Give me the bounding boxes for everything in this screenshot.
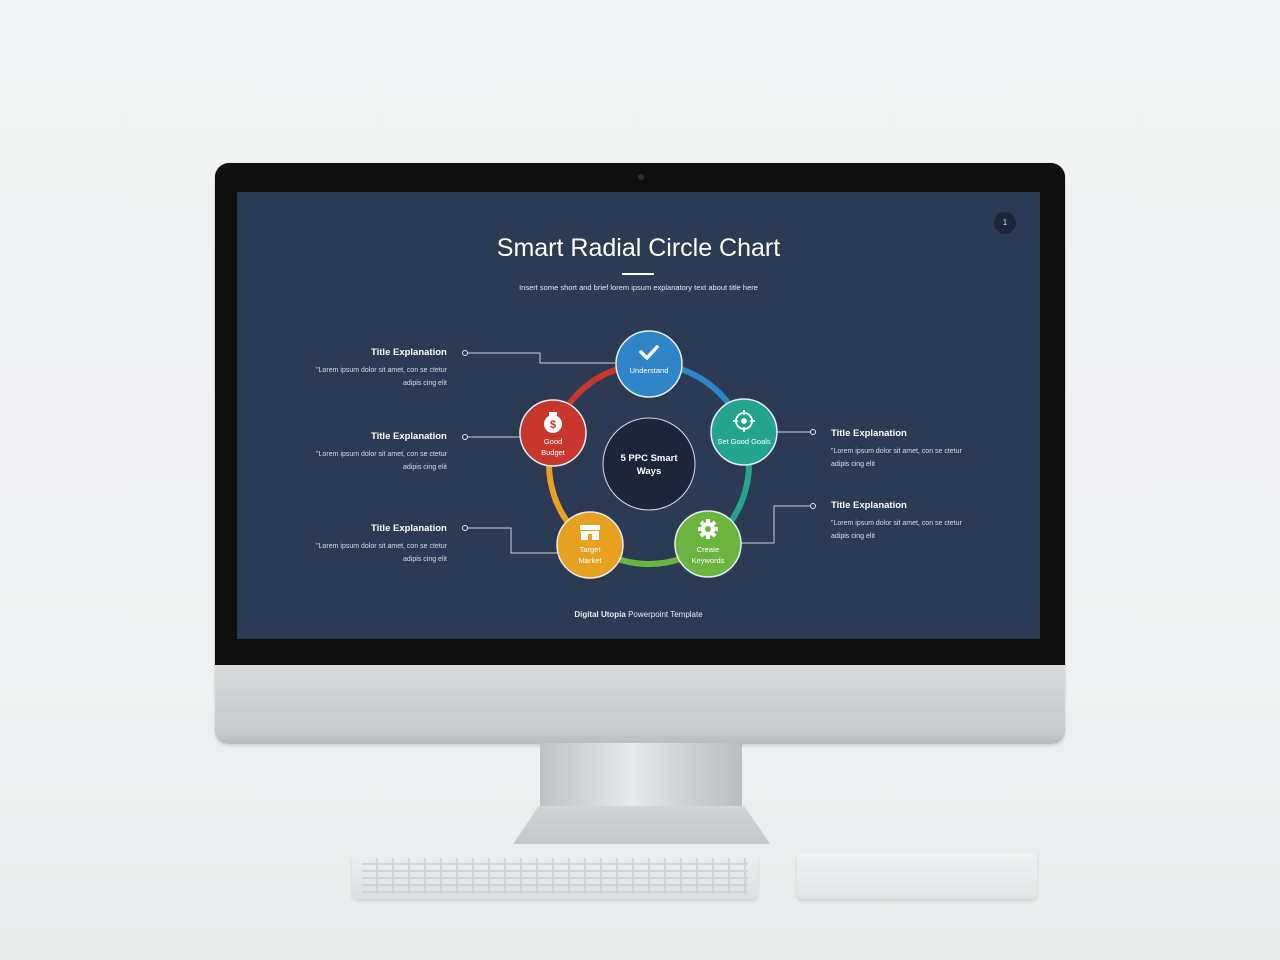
connector-dot (810, 429, 816, 435)
explanation-text-1: "Lorem ipsum dolor sit amet, con se ctet… (316, 367, 447, 387)
node-label: Set Good Goals (717, 437, 771, 446)
slide: 1 Smart Radial Circle Chart Insert some … (237, 192, 1040, 639)
slide-title: Smart Radial Circle Chart (496, 234, 781, 262)
node-set-good-goals[interactable]: Set Good Goals (710, 398, 778, 466)
node-create-keywords[interactable]: Create Keywords (674, 510, 742, 578)
node-label-line1: Good (544, 437, 562, 446)
footer-text: Powerpoint Template (625, 610, 703, 619)
gear-icon (698, 519, 718, 539)
shop-icon (580, 525, 600, 540)
connector-dot (462, 350, 468, 356)
monitor-chin (215, 665, 1065, 744)
node-label-line1: Create (697, 545, 720, 554)
explanation-title-4: Title Explanation (831, 428, 907, 439)
node-good-budget[interactable]: $ Good Budget (519, 399, 587, 467)
center-label-line1: 5 PPC Smart (620, 453, 678, 464)
node-understand[interactable]: Understand (615, 330, 683, 398)
title-underline (622, 273, 654, 275)
trackpad (797, 853, 1037, 899)
page-number-badge: 1 (994, 212, 1016, 234)
keyboard-keys (362, 858, 748, 894)
monitor-stand (540, 743, 742, 813)
connector-line-keywords (740, 505, 813, 544)
connector-dot (810, 503, 816, 509)
node-label: Understand (630, 366, 669, 375)
target-icon (733, 410, 755, 432)
explanation-text-2: "Lorem ipsum dolor sit amet, con se ctet… (316, 451, 447, 471)
node-label-line2: Budget (541, 448, 566, 457)
node-label-line2: Market (579, 556, 603, 565)
explanation-title-3: Title Explanation (371, 523, 447, 534)
monitor-stand-base (513, 806, 770, 844)
money-bag-icon: $ (544, 412, 562, 433)
explanation-text-4: "Lorem ipsum dolor sit amet, con se ctet… (831, 448, 962, 468)
node-target-market[interactable]: Target Market (556, 511, 624, 579)
explanation-title-2: Title Explanation (371, 431, 447, 442)
explanation-title-5: Title Explanation (831, 500, 907, 511)
connector-line-understand (465, 352, 615, 364)
connector-dot (462, 434, 468, 440)
footer-brand: Digital Utopia (574, 610, 626, 619)
explanation-title-1: Title Explanation (371, 347, 447, 358)
slide-footer: Digital Utopia Powerpoint Template (237, 610, 1040, 619)
explanation-text-5: "Lorem ipsum dolor sit amet, con se ctet… (831, 520, 962, 540)
checkmark-icon (639, 345, 659, 360)
svg-text:$: $ (550, 419, 556, 431)
connector-dot (462, 525, 468, 531)
radial-diagram: 5 PPC Smart Ways Understand Set Good Goa… (462, 330, 816, 579)
center-circle (602, 417, 696, 511)
node-label-line2: Keywords (692, 556, 725, 565)
camera-icon (638, 174, 644, 180)
connector-line-market (465, 527, 557, 554)
center-label-line2: Ways (637, 466, 661, 477)
slide-subtitle: Insert some short and brief lorem ipsum … (519, 283, 758, 292)
explanation-text-3: "Lorem ipsum dolor sit amet, con se ctet… (316, 543, 447, 563)
node-label-line1: Target (580, 545, 602, 554)
